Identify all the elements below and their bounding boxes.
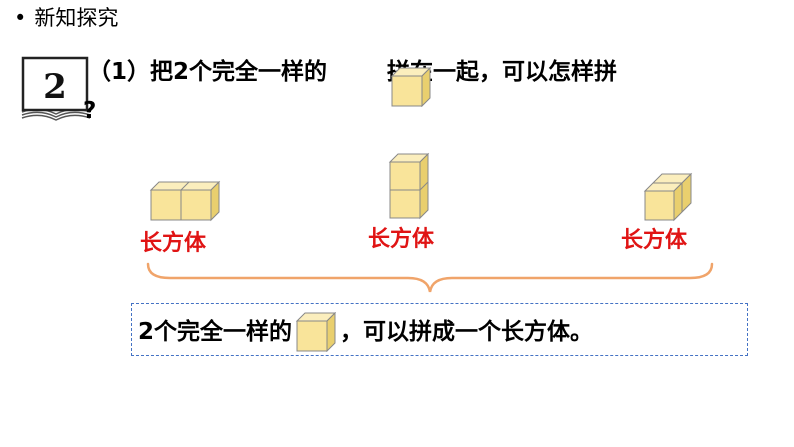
arrangement-label: 长方体 [368,227,435,252]
conclusion-box [131,303,748,356]
question-line: （1）把2个完全一样的拼在一起，可以怎样拼 [88,56,617,88]
bullet: • [14,6,27,30]
cuboid-horizontal-arrangement [149,180,221,222]
question-part1: （1）把2个完全一样的 [88,59,328,85]
cuboid-vertical-arrangement [388,152,430,220]
cube-icon [296,312,337,352]
conclusion-text: 2个完全一样的 ，可以拼成一个长方体。 [138,312,593,352]
question-end: ? [83,98,97,124]
book-number-icon: 2 [21,56,91,121]
cuboid-depth-arrangement [643,172,693,222]
section-title: • 新知探究 [14,4,118,32]
curly-brace [146,262,714,293]
conclusion-part2: ，可以拼成一个长方体。 [340,319,594,345]
conclusion-part1: 2个完全一样的 [138,319,293,345]
arrangement-label: 长方体 [140,231,207,256]
problem-number: 2 [43,67,67,107]
section-title-text: 新知探究 [34,6,119,30]
arrangement-label: 长方体 [621,228,688,253]
cube-icon [391,67,431,107]
